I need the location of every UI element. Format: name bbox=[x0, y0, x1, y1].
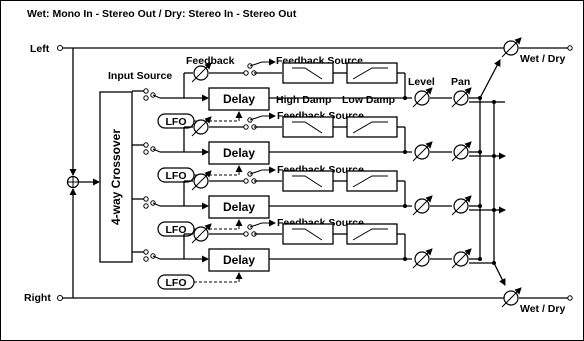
feedback-source-arm bbox=[249, 61, 263, 67]
routing-header: Wet: Mono In - Stereo Out / Dry: Stereo … bbox=[27, 8, 297, 20]
right-input-label: Right bbox=[24, 292, 51, 304]
high-damp-filter bbox=[282, 116, 334, 138]
crossover-block bbox=[99, 91, 133, 263]
crossover-label: 4-way Crossover bbox=[109, 129, 123, 225]
delay-label: Delay bbox=[223, 92, 255, 106]
switch-terminal bbox=[243, 178, 249, 184]
level-knob-pointer bbox=[412, 141, 433, 162]
level-knob-pointer bbox=[412, 248, 433, 269]
high-damp-curve bbox=[292, 67, 323, 80]
left-bus-to-out bbox=[479, 59, 501, 99]
output-bus bbox=[479, 59, 506, 286]
switch-terminal bbox=[143, 203, 149, 209]
left-input-label: Left bbox=[30, 43, 50, 55]
level-label: Level bbox=[408, 76, 435, 88]
low-damp-curve bbox=[352, 121, 388, 134]
feedback-knob-pointer bbox=[191, 223, 212, 244]
delay-block bbox=[208, 248, 270, 272]
high-damp-curve bbox=[292, 121, 323, 134]
feedback-knob-pointer bbox=[191, 170, 212, 191]
delay-block bbox=[208, 87, 270, 111]
wet-dry-label-right: Wet / Dry bbox=[520, 303, 565, 315]
wet-dry-section bbox=[501, 37, 573, 308]
low-damp-filter bbox=[346, 223, 398, 245]
low-damp-filter bbox=[346, 116, 398, 138]
feedback-knob-pointer bbox=[191, 62, 212, 83]
low-damp-curve bbox=[352, 228, 388, 241]
low-damp-curve bbox=[352, 67, 388, 80]
right-bus-to-out bbox=[493, 262, 506, 286]
switch-terminal bbox=[243, 124, 249, 130]
junction-dot bbox=[403, 96, 407, 100]
switch-terminal bbox=[143, 95, 149, 101]
pan-knob-pointer bbox=[451, 248, 472, 269]
high-damp-filter bbox=[282, 223, 334, 245]
right-input-jack bbox=[57, 295, 63, 301]
pan-knob-pointer bbox=[451, 195, 472, 216]
switch-terminal bbox=[143, 249, 149, 255]
input-source-switch-arm bbox=[152, 255, 161, 260]
wet-dry-knob-left-pointer bbox=[501, 37, 522, 58]
pan-label: Pan bbox=[451, 76, 470, 88]
input-source-switch-arm bbox=[152, 202, 161, 207]
lfo-label: LFO bbox=[166, 170, 187, 182]
feedback-source-arm bbox=[249, 115, 263, 121]
high-damp-label: High Damp bbox=[276, 94, 331, 106]
level-knob-pointer bbox=[412, 87, 433, 108]
high-damp-curve bbox=[292, 228, 323, 241]
junction-dot bbox=[403, 204, 407, 208]
high-damp-filter bbox=[282, 62, 334, 84]
pan-knob-pointer bbox=[451, 141, 472, 162]
switch-terminal bbox=[143, 256, 149, 262]
switch-terminal bbox=[143, 149, 149, 155]
delay-block bbox=[208, 141, 270, 165]
input-source-switch-arm bbox=[152, 94, 161, 99]
lfo-label: LFO bbox=[166, 116, 187, 128]
level-knob-pointer bbox=[412, 195, 433, 216]
high-damp-curve bbox=[292, 175, 323, 188]
junction-dot bbox=[403, 150, 407, 154]
lfo-label: LFO bbox=[166, 277, 187, 289]
delay-label: Delay bbox=[223, 200, 255, 214]
wet-dry-knob-right-pointer bbox=[501, 287, 522, 308]
low-damp-filter bbox=[346, 170, 398, 192]
junction-dot bbox=[403, 257, 407, 261]
input-source-switch-arm bbox=[152, 148, 161, 153]
switch-terminal bbox=[143, 196, 149, 202]
switch-terminal bbox=[143, 88, 149, 94]
lfo-label: LFO bbox=[166, 224, 187, 236]
low-damp-curve bbox=[352, 175, 388, 188]
high-damp-filter bbox=[282, 170, 334, 192]
low-damp-filter bbox=[346, 62, 398, 84]
feedback-knob-pointer bbox=[191, 116, 212, 137]
wet-dry-label-left: Wet / Dry bbox=[520, 53, 565, 65]
feedback-source-arm bbox=[249, 222, 263, 228]
feedback-label: Feedback bbox=[186, 55, 235, 67]
delay-label: Delay bbox=[223, 146, 255, 160]
switch-terminal bbox=[143, 142, 149, 148]
delay-label: Delay bbox=[223, 253, 255, 267]
low-damp-label: Low Damp bbox=[342, 94, 395, 106]
left-input-jack bbox=[57, 45, 63, 51]
switch-terminal bbox=[243, 231, 249, 237]
right-output-jack bbox=[567, 295, 573, 301]
input-source-label: Input Source bbox=[108, 70, 172, 82]
delay-block bbox=[208, 195, 270, 219]
left-output-jack bbox=[567, 45, 573, 51]
pan-knob-pointer bbox=[451, 87, 472, 108]
switch-terminal bbox=[243, 70, 249, 76]
feedback-source-arm bbox=[249, 169, 263, 175]
